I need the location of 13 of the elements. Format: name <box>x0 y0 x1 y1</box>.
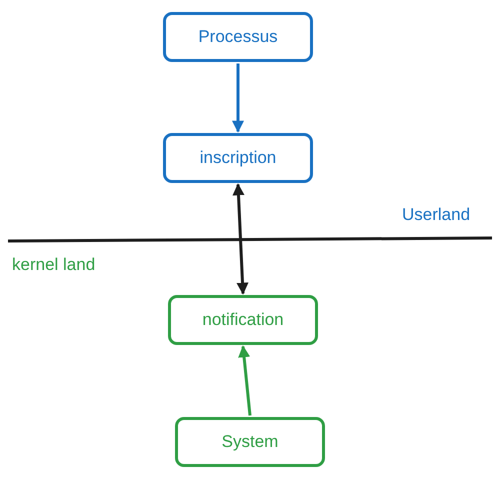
process-box <box>175 417 325 467</box>
arrow <box>232 64 244 133</box>
region-label: Userland <box>402 205 470 225</box>
box-label: Processus <box>198 27 278 47</box>
arrow <box>238 345 252 416</box>
process-box <box>168 295 318 345</box>
process-box <box>163 12 313 62</box>
process-box <box>163 133 313 183</box>
box-label: inscription <box>200 148 276 168</box>
box-label: notification <box>202 310 284 330</box>
region-label: kernel land <box>12 255 96 275</box>
box-label: System <box>222 432 278 452</box>
arrow <box>232 183 248 295</box>
